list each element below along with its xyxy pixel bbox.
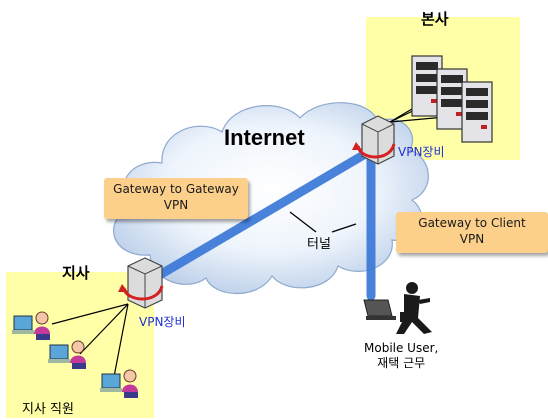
- g2g-line1: Gateway to Gateway: [113, 182, 239, 196]
- staff-person-icon: [48, 340, 86, 369]
- mobile-user-line2: 재택 근무: [377, 356, 426, 370]
- branch-vpn-device-icon: [118, 257, 164, 309]
- tunnel-gateway-to-gateway: [153, 145, 377, 281]
- internet-label: Internet: [224, 125, 305, 150]
- branch-title: 지사: [62, 264, 90, 282]
- mobile-user-label: Mobile User, 재택 근무: [364, 341, 438, 371]
- g2c-line1: Gateway to Client: [418, 216, 526, 230]
- staff-person-icon: [100, 369, 138, 398]
- hq-vpn-device-icon: [352, 115, 396, 165]
- gateway-to-gateway-callout: Gateway to Gateway VPN: [104, 178, 248, 219]
- g2g-line2: VPN: [163, 198, 189, 212]
- tunnel-label: 터널: [307, 237, 331, 252]
- server-icon: [461, 81, 493, 143]
- staff-person-icon: [12, 311, 50, 340]
- g2c-line2: VPN: [459, 232, 485, 246]
- hq-title: 본사: [421, 10, 449, 28]
- branch-staff-label: 지사 직원: [22, 402, 74, 417]
- hq-vpn-device-label: VPN장비: [398, 145, 445, 159]
- mobile-user-icon: [363, 282, 432, 334]
- internet-cloud: [113, 102, 429, 295]
- mobile-user-line1: Mobile User,: [364, 341, 439, 355]
- gateway-to-client-callout: Gateway to Client VPN: [396, 212, 548, 253]
- branch-vpn-device-label: VPN장비: [139, 315, 186, 329]
